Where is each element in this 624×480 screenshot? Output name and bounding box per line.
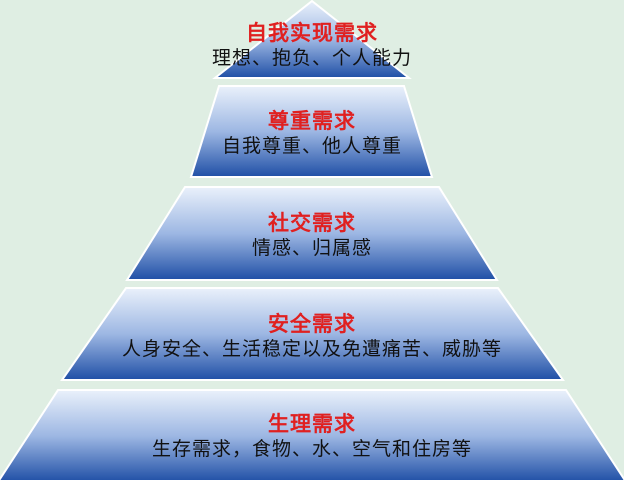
tier-shape-safety (60, 287, 565, 381)
tier-title: 社交需求 (268, 211, 356, 235)
tier-shape-self-actualization (212, 0, 412, 79)
tier-shape-physiological (0, 389, 624, 480)
tier-description: 自我尊重、他人尊重 (221, 135, 402, 157)
tier-title: 安全需求 (268, 312, 356, 336)
tier-title: 尊重需求 (268, 109, 356, 133)
tier-description: 情感、归属感 (251, 237, 372, 259)
tier-self-actualization: 自我实现需求 理想、抱负、个人能力 (0, 20, 624, 70)
tier-description: 生存需求，食物、水、空气和住房等 (151, 438, 472, 460)
tier-shape-social (125, 186, 499, 281)
tier-safety: 安全需求 人身安全、生活稳定以及免遭痛苦、威胁等 (0, 311, 624, 361)
tier-esteem: 尊重需求 自我尊重、他人尊重 (0, 108, 624, 158)
tier-shape-esteem (189, 85, 434, 178)
tier-description: 理想、抱负、个人能力 (211, 47, 412, 69)
tier-title: 自我实现需求 (246, 21, 378, 45)
tier-physiological: 生理需求 生存需求，食物、水、空气和住房等 (0, 411, 624, 461)
tier-description: 人身安全、生活稳定以及免遭痛苦、威胁等 (121, 338, 502, 360)
tier-social: 社交需求 情感、归属感 (0, 210, 624, 260)
tier-title: 生理需求 (268, 412, 356, 436)
